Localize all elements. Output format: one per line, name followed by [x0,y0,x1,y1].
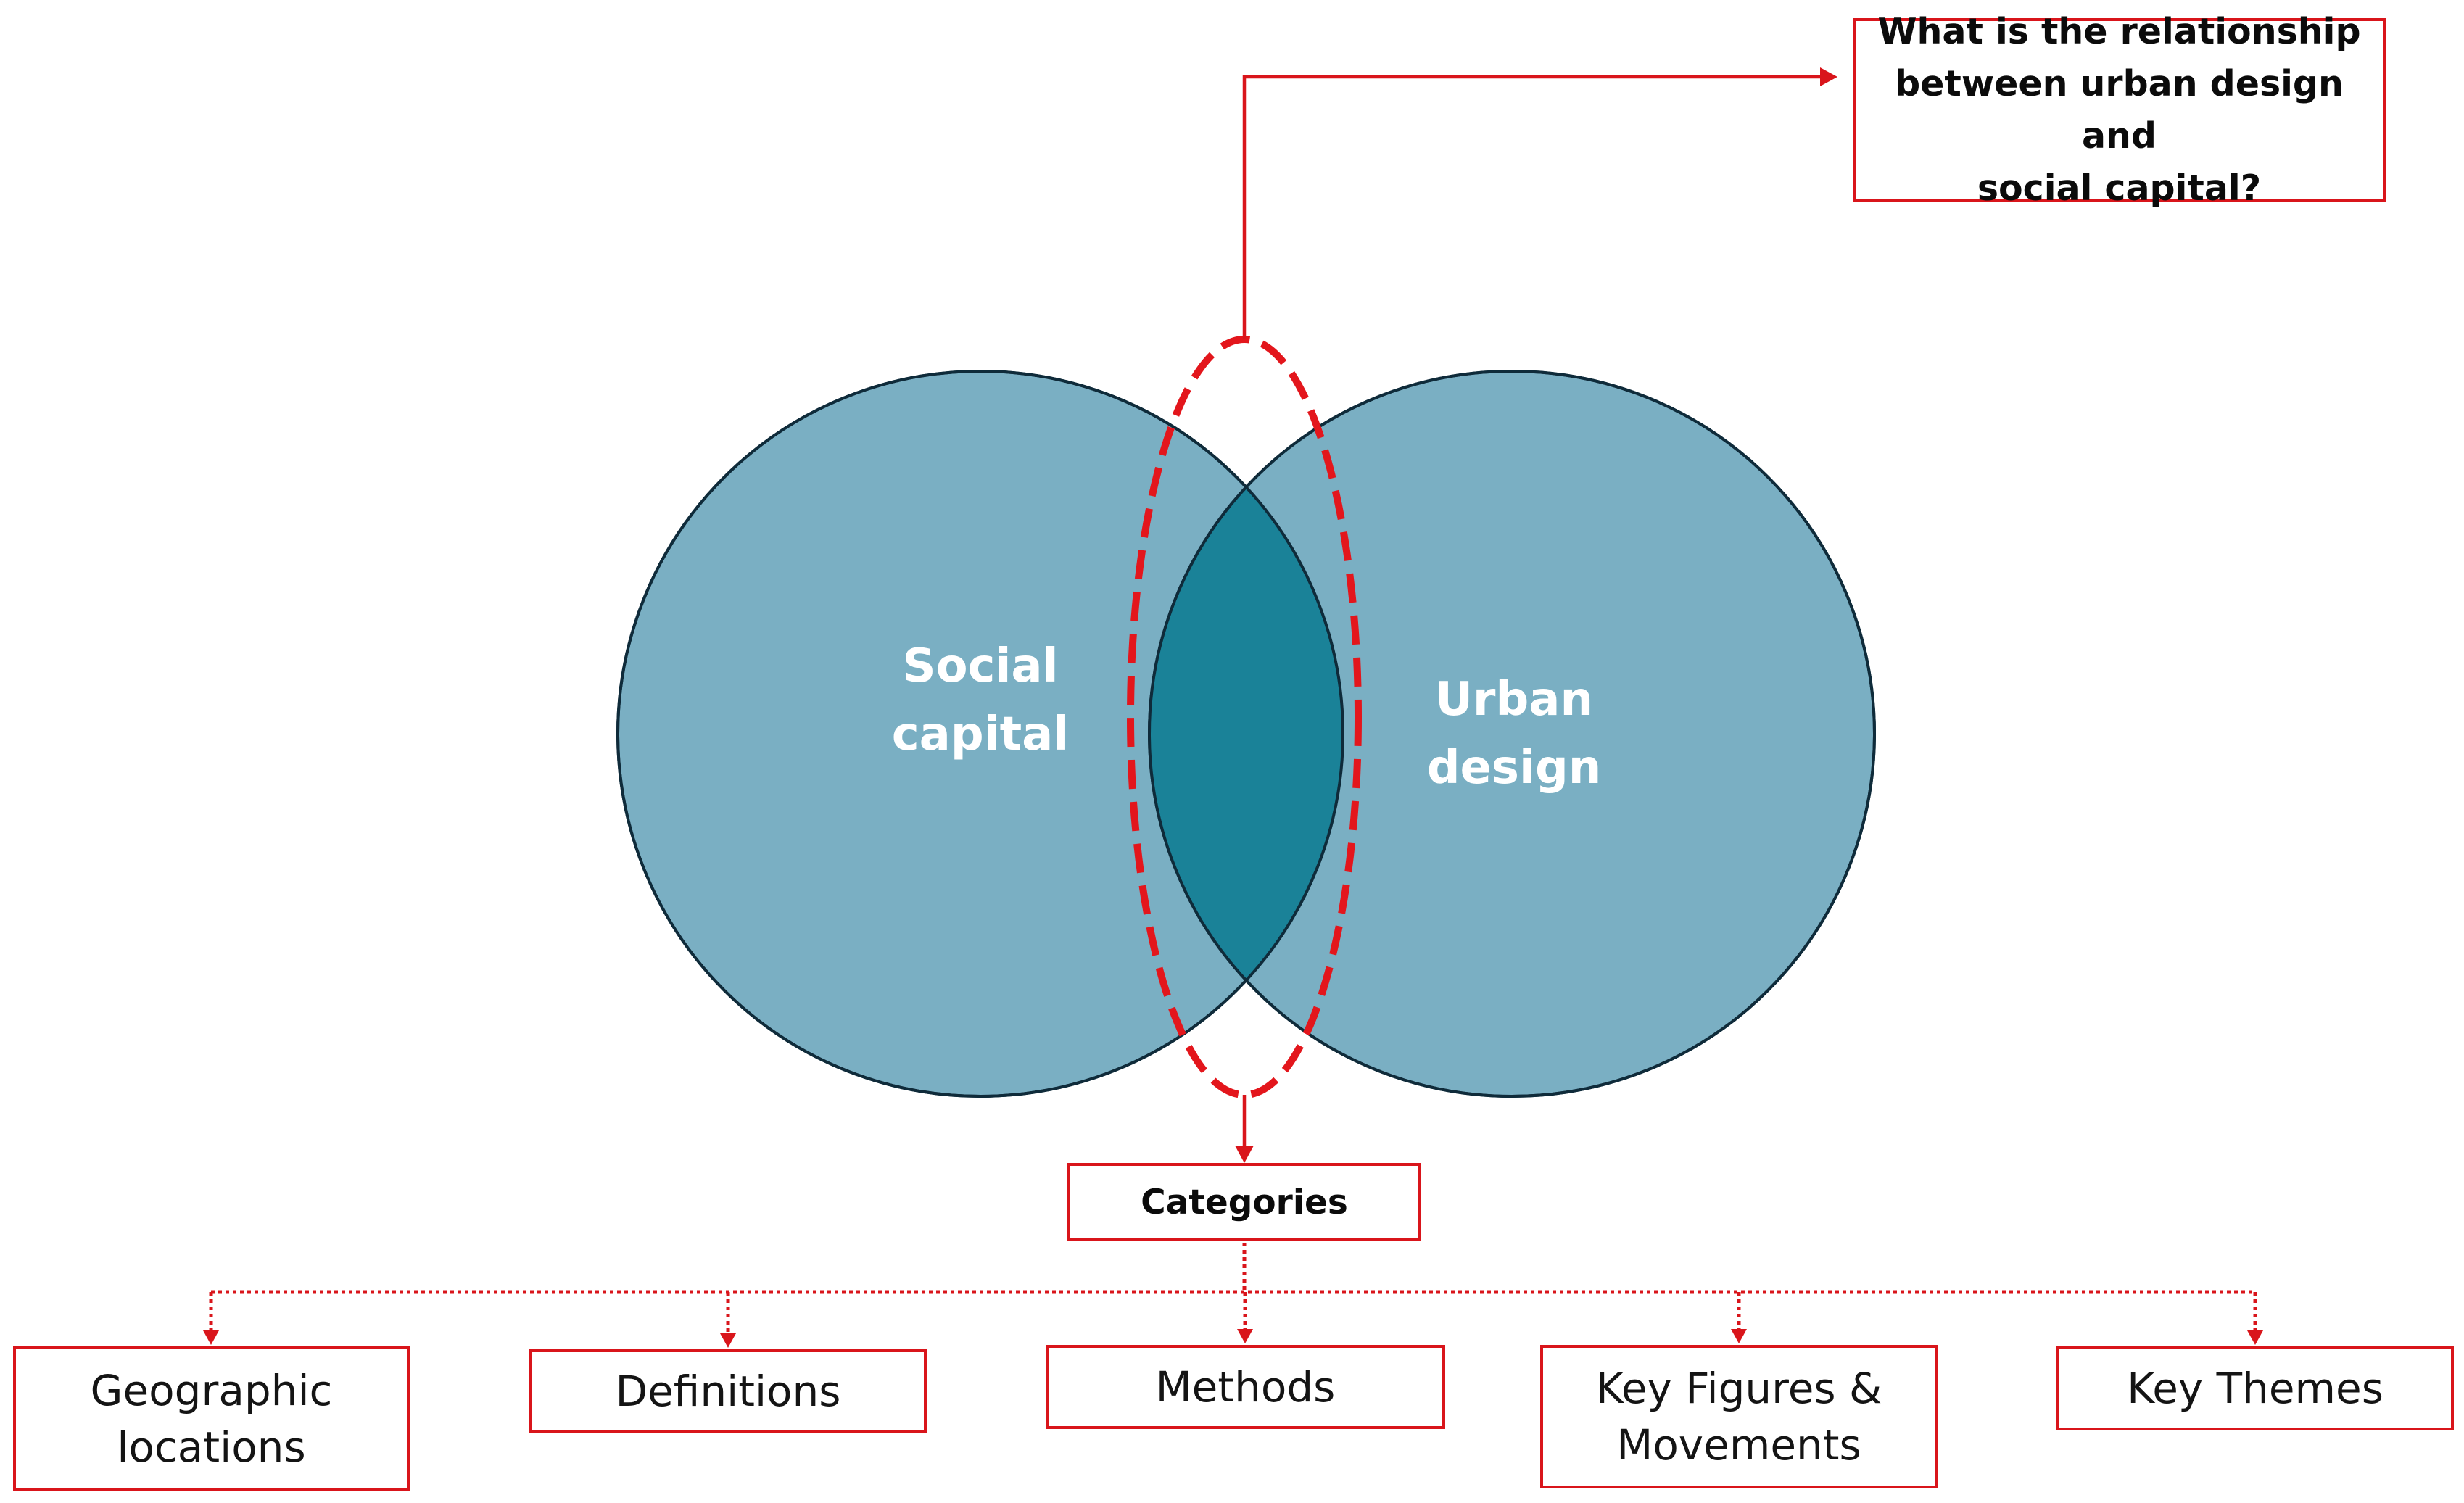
urban-design-outline [1148,370,1876,1098]
categories-title: Categories [1141,1182,1348,1222]
question-connector [1242,75,1827,339]
social-capital-label: Social capital [891,639,1070,761]
category-label: Geographic locations [90,1366,333,1472]
category-label: Key Themes [2127,1364,2384,1413]
category-drop-arrowhead [203,1330,219,1345]
category-drop-arrowhead [720,1333,736,1348]
categories-box: Categories [1067,1163,1421,1241]
category-label: Methods [1155,1362,1336,1412]
research-question-text: What is the relationship between urban d… [1877,11,2361,209]
urban-design-label: Urban design [1426,673,1602,795]
category-definitions: Definitions [529,1349,927,1433]
category-methods: Methods [1046,1345,1445,1429]
categories-arrowhead [1235,1146,1254,1163]
research-question-box: What is the relationship between urban d… [1853,11,2386,209]
category-key-themes: Key Themes [2056,1346,2454,1430]
category-key-figures-movements: Key Figures & Movements [1540,1345,1938,1488]
category-label: Definitions [615,1367,841,1416]
category-label: Key Figures & Movements [1595,1364,1882,1470]
social-capital-outline [616,370,1344,1098]
category-drop-arrowhead [1731,1329,1747,1343]
category-geographic-locations: Geographic locations [13,1346,410,1491]
question-arrowhead [1820,67,1837,86]
category-distribution-lines [203,1243,2263,1348]
category-drop-arrowhead [2247,1330,2263,1345]
category-drop-arrowhead [1237,1329,1253,1343]
